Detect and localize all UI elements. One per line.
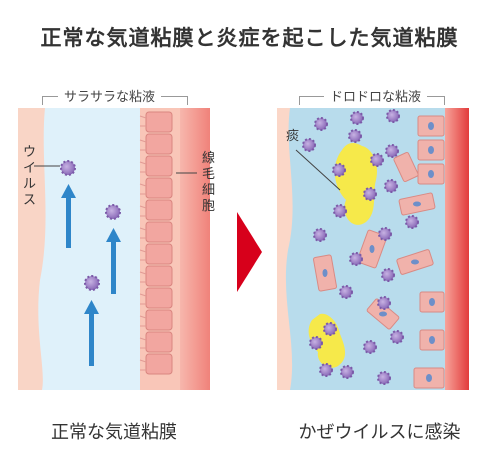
transition-arrow	[237, 212, 262, 292]
left-mucus-layer	[38, 108, 141, 390]
upward-arrow	[61, 184, 76, 248]
left-panel	[18, 108, 210, 390]
virus	[105, 204, 121, 220]
phlegm-blob	[334, 143, 378, 225]
cilia-label-vertical: 線毛細胞	[202, 150, 215, 214]
cell-nuclei	[322, 122, 435, 382]
right-panel-header: ドロドロな粘液	[324, 86, 428, 105]
left-cilia-hairs	[139, 115, 147, 371]
detached-cells	[313, 115, 445, 389]
right-caption: かぜウイルスに感染	[298, 422, 461, 443]
phlegm-label: 痰	[286, 128, 299, 144]
virus-label-vertical: ウイルス	[23, 145, 36, 208]
page-title: 正常な気道粘膜と炎症を起こした気道粘膜	[40, 26, 459, 50]
left-caption: 正常な気道粘膜	[51, 422, 177, 443]
left-airway-wall	[180, 108, 210, 390]
virus	[302, 109, 419, 385]
upward-arrow	[106, 228, 121, 294]
phlegm-pointer-line	[295, 149, 341, 191]
left-cilia-cells	[145, 111, 173, 375]
right-airway-wall	[445, 108, 469, 390]
right-panel	[277, 108, 469, 390]
phlegm-blob	[308, 313, 346, 368]
upward-arrow	[84, 300, 99, 366]
virus	[60, 160, 76, 176]
left-panel-header: サラサラな粘液	[58, 86, 162, 105]
virus	[84, 275, 100, 291]
